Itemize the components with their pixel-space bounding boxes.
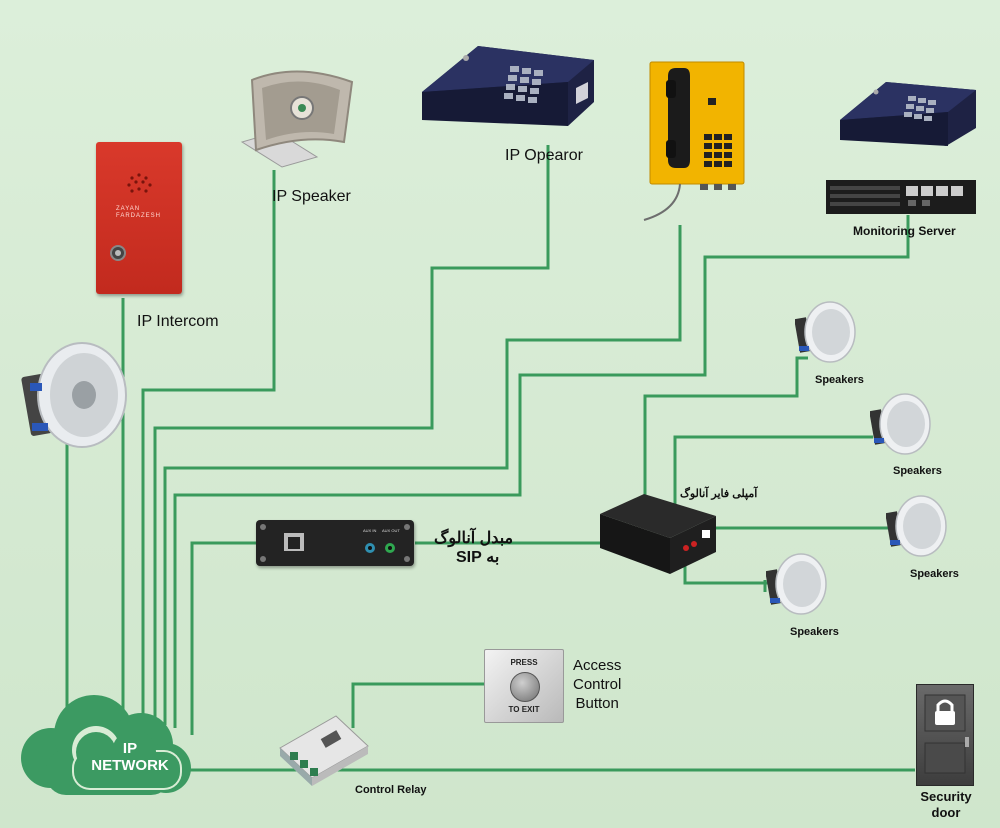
security-door-label-line2: door [931,805,961,820]
ceiling-speaker-icon [886,495,947,557]
access-control-label-line2: Control [573,676,622,693]
exit-push-button-icon [510,672,540,702]
ip-network-cloud-icon [21,695,191,795]
sip-converter-label-line2: به SIP [456,549,500,566]
wire-access-button [351,682,488,728]
wire-sip-converter [190,541,258,735]
ceiling-speaker-icon [766,553,827,615]
access-control-label-line3: Button [575,695,619,712]
exit-button-bottom-text: TO EXIT [508,705,540,714]
industrial-phone-icon [643,61,745,221]
speakers-label-3: Speakers [910,568,959,580]
speakers-label-2: Speakers [893,465,942,477]
ip-intercom-label: IP Intercom [137,313,219,330]
intercom-brand-line1: ZAYAN [116,206,141,212]
control-relay-board-icon [279,715,369,786]
wire-speaker-1 [643,356,808,495]
lock-icon [924,694,969,774]
ip-speaker-label: IP Speaker [272,188,351,205]
intercom-brand-line2: FARDAZESH [116,213,162,219]
ceiling-speaker-icon [795,301,856,363]
wire-monitoring-server [173,215,910,728]
security-door-device [916,684,974,786]
monitoring-console-icon [840,82,976,146]
ip-network-label-line2: NETWORK [91,757,169,774]
rack-server-icon [826,180,976,214]
control-relay-label: Control Relay [355,784,427,796]
wire-ip-speaker [141,170,276,715]
sip-converter-device: AUX IN AUX OUT [256,520,414,566]
exit-button-top-text: PRESS [510,658,538,667]
intercom-grille-icon [110,173,152,261]
ip-horn-speaker-icon [240,70,354,168]
wire-ip-operator [153,145,550,720]
sip-converter-label-line1: مبدل آنالوگ [434,530,514,547]
ip-operator-label: IP Opearor [505,147,583,164]
wire-yellow-phone [163,225,682,725]
ceiling-speaker-icon [870,393,931,455]
monitoring-server-label: Monitoring Server [853,224,956,238]
speakers-label-4: Speakers [790,626,839,638]
speakers-label-1: Speakers [815,374,864,386]
ip-network-label-line1: IP [122,740,138,757]
converter-ports-icon [260,524,410,562]
converter-port1-label: AUX IN [363,528,377,533]
analog-amplifier-icon [600,494,716,574]
ip-intercom-device: ZAYAN FARDAZESH [96,142,182,294]
access-control-label-line1: Access [573,657,622,674]
exit-button-device: PRESS TO EXIT [484,649,564,723]
wire-speaker-2 [673,435,873,505]
ip-operator-console-icon [422,46,594,126]
ceiling-speaker-icon [21,342,127,448]
converter-port2-label: AUX OUT [382,528,400,533]
security-door-label-line1: Security [920,789,972,804]
analog-amplifier-label: آمپلی فایر آنالوگ [680,488,758,500]
